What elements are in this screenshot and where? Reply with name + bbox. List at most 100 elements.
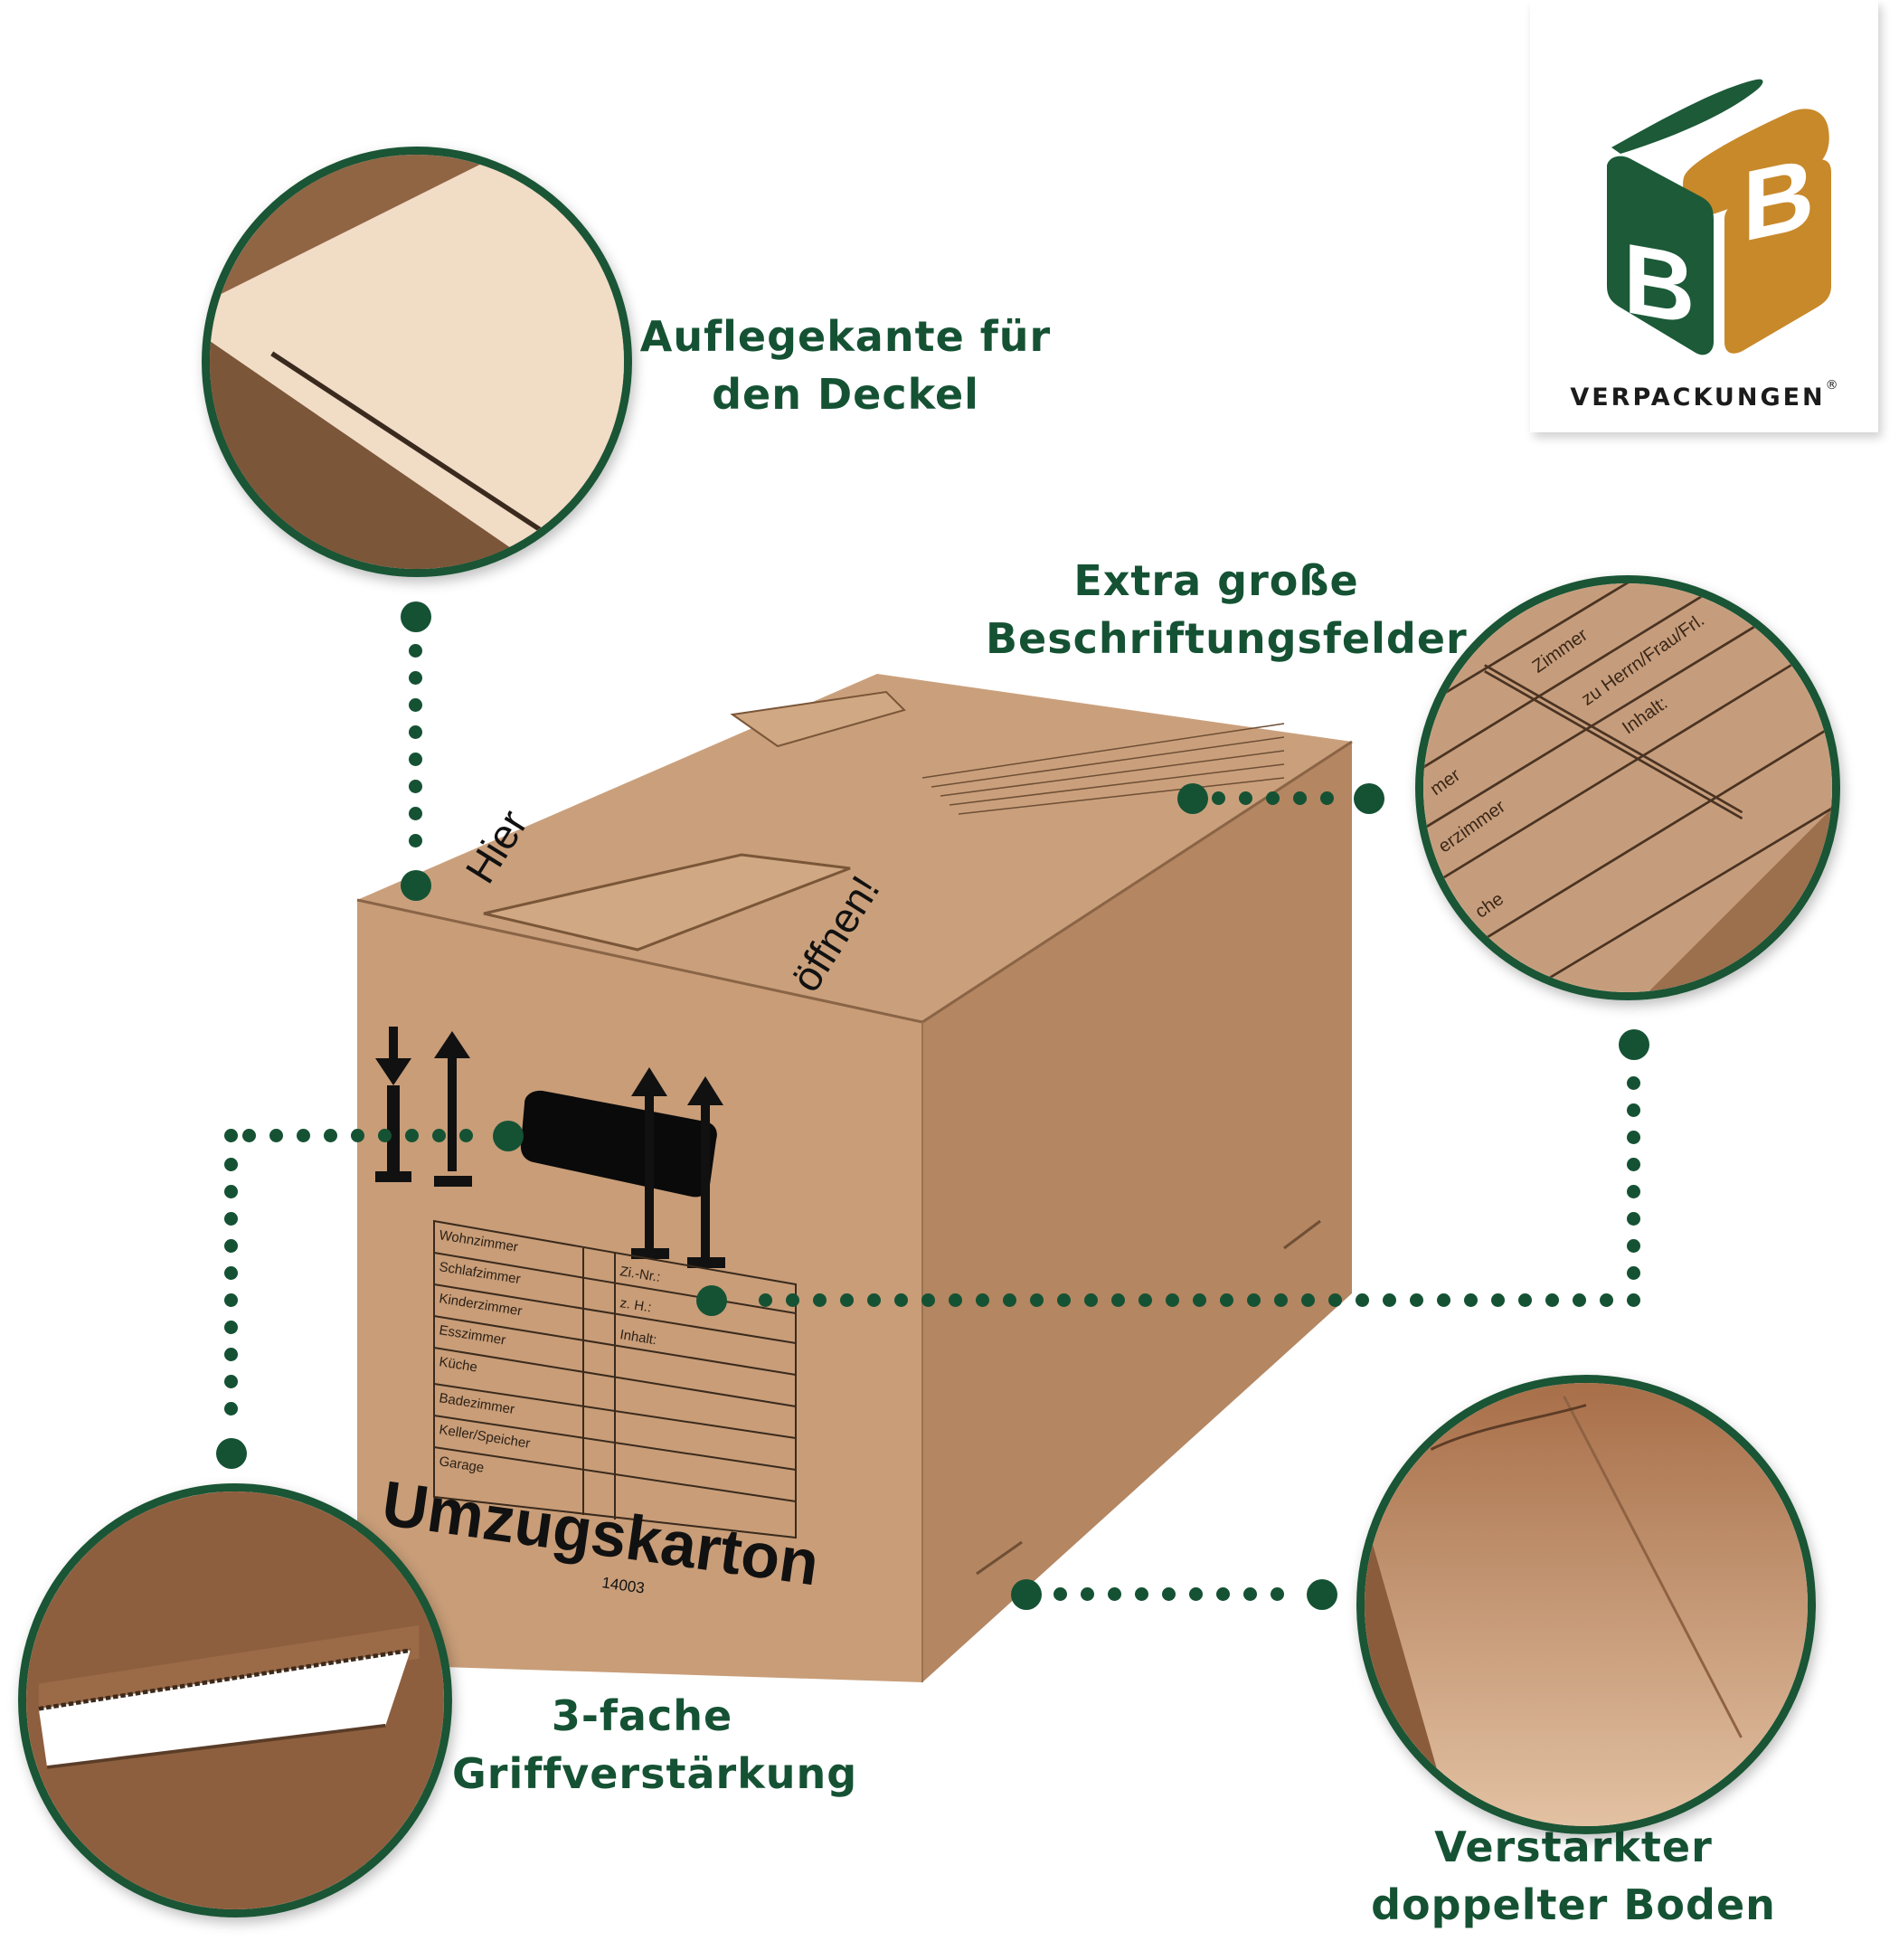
- connector-dot: [1081, 1587, 1094, 1601]
- connector-dot: [1084, 1293, 1098, 1307]
- connector-dot: [1193, 1293, 1206, 1307]
- connector-dot: [401, 870, 431, 901]
- connector-dot: [297, 1129, 310, 1142]
- connector-dot: [759, 1293, 772, 1307]
- connector-dot: [1274, 1293, 1288, 1307]
- connector-dot: [493, 1121, 524, 1151]
- connector-dot: [1464, 1293, 1478, 1307]
- connector-dot: [409, 753, 422, 766]
- connector-dot: [1189, 1587, 1203, 1601]
- connector-dot: [1545, 1293, 1559, 1307]
- connector-dot: [351, 1129, 364, 1142]
- connector-dot: [1239, 791, 1252, 805]
- connector-dot: [1220, 1293, 1233, 1307]
- connector-dot: [976, 1293, 989, 1307]
- connector-dot: [224, 1129, 238, 1142]
- connector-dot: [1320, 791, 1334, 805]
- connector-dot: [224, 1375, 238, 1388]
- connector-dot: [409, 780, 422, 793]
- svg-text:z. H.:: z. H.:: [619, 1295, 652, 1315]
- connector-dot: [1627, 1185, 1640, 1198]
- connector-dot: [949, 1293, 962, 1307]
- connector-dot: [1491, 1293, 1505, 1307]
- connector-dot: [1383, 1293, 1396, 1307]
- connector-dot: [786, 1293, 799, 1307]
- connector-dot: [1627, 1266, 1640, 1280]
- connector-dot: [921, 1293, 935, 1307]
- connector-dot: [1307, 1579, 1337, 1610]
- connector-dot: [1162, 1587, 1176, 1601]
- connector-dot: [409, 698, 422, 712]
- connector-dot: [1354, 783, 1384, 814]
- connector-dot: [1138, 1293, 1152, 1307]
- connector-dot: [1410, 1293, 1423, 1307]
- moving-box-illustration: Hier öffnen!: [344, 669, 1375, 1700]
- connector-dot: [1619, 1029, 1649, 1060]
- connector-dot: [409, 725, 422, 739]
- connector-dot: [242, 1129, 256, 1142]
- connector-dot: [224, 1185, 238, 1198]
- connector-dot: [1271, 1587, 1284, 1601]
- svg-text:Küche: Küche: [438, 1354, 478, 1375]
- connector-dot: [1003, 1293, 1016, 1307]
- svg-text:Zi.-Nr.:: Zi.-Nr.:: [619, 1264, 661, 1285]
- connector-dot: [409, 834, 422, 847]
- connector-dot: [1111, 1293, 1125, 1307]
- connector-dot: [1212, 791, 1225, 805]
- connector-dot: [432, 1129, 446, 1142]
- connector-dot: [405, 1129, 419, 1142]
- connector-dot: [409, 807, 422, 820]
- svg-text:B: B: [1743, 136, 1814, 262]
- connector-dot: [1011, 1579, 1042, 1610]
- connector-dot: [224, 1212, 238, 1226]
- connector-dot: [1135, 1587, 1148, 1601]
- connector-dot: [409, 671, 422, 685]
- connector-dot: [224, 1321, 238, 1334]
- connector-dot: [696, 1285, 727, 1316]
- brand-name: VERPACKUNGEN®: [1570, 378, 1838, 412]
- connector-dot: [1573, 1293, 1586, 1307]
- connector-dot: [1108, 1587, 1121, 1601]
- connector-dot: [1166, 1293, 1179, 1307]
- connector-dot: [1356, 1293, 1369, 1307]
- connector-dot: [1247, 1293, 1261, 1307]
- connector-dot: [1627, 1293, 1640, 1307]
- connector-dot: [1177, 783, 1208, 814]
- connector-dot: [269, 1129, 283, 1142]
- connector-dot: [867, 1293, 881, 1307]
- connector-dot: [1627, 1239, 1640, 1253]
- brand-logo: B B VERPACKUNGEN®: [1530, 0, 1878, 432]
- connector-dot: [224, 1266, 238, 1280]
- connector-dot: [1437, 1293, 1450, 1307]
- connector-dot: [409, 644, 422, 658]
- connector-dot: [1627, 1076, 1640, 1090]
- connector-dot: [1030, 1293, 1044, 1307]
- connector-dot: [224, 1158, 238, 1171]
- connector-dot: [1627, 1131, 1640, 1144]
- connector-dot: [324, 1129, 337, 1142]
- connector-dot: [894, 1293, 908, 1307]
- connector-dot: [224, 1293, 238, 1307]
- connector-dot: [1266, 791, 1280, 805]
- connector-dot: [401, 601, 431, 632]
- connector-dot: [1293, 791, 1307, 805]
- connector-dot: [1243, 1587, 1257, 1601]
- connector-dot: [224, 1348, 238, 1361]
- detail-circle-handle: [18, 1483, 452, 1917]
- connector-dot: [1328, 1293, 1342, 1307]
- connector-dot: [378, 1129, 392, 1142]
- connector-dot: [216, 1438, 247, 1469]
- detail-circle-bottom: [1356, 1375, 1816, 1834]
- connector-dot: [813, 1293, 827, 1307]
- connector-dot: [1057, 1293, 1071, 1307]
- connector-dot: [1627, 1158, 1640, 1171]
- connector-dot: [1627, 1212, 1640, 1226]
- connector-dot: [1600, 1293, 1613, 1307]
- connector-dot: [224, 1402, 238, 1416]
- connector-dot: [1627, 1103, 1640, 1117]
- connector-dot: [224, 1239, 238, 1253]
